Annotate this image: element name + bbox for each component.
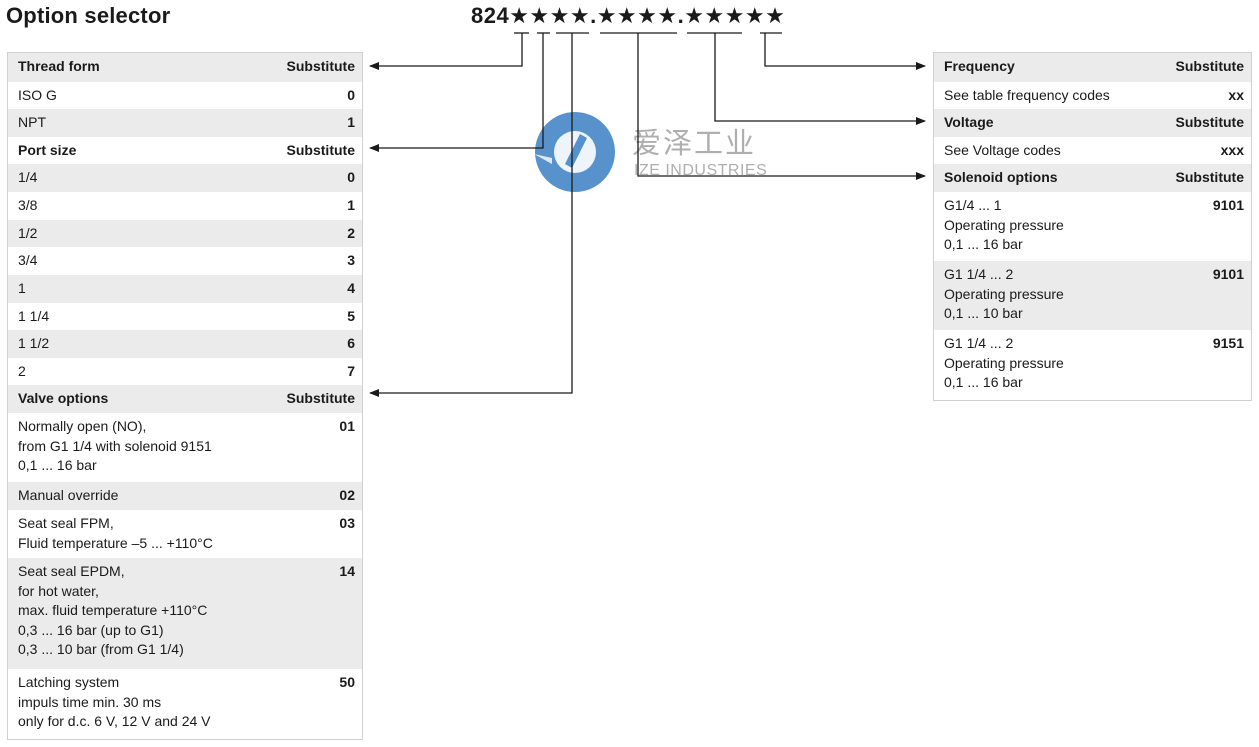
port-size-header: Port size Substitute <box>8 137 362 164</box>
solenoid-options-substitute-label: Substitute <box>1175 169 1244 185</box>
table-row: G1/4 ... 1 Operating pressure 0,1 ... 16… <box>934 192 1251 261</box>
row-value: xxx <box>1220 142 1244 158</box>
valve-options-header: Valve options Substitute <box>8 385 362 413</box>
row-value: 9101 <box>1212 266 1244 282</box>
table-row: ISO G 0 <box>8 82 362 109</box>
row-value: 3 <box>347 252 355 268</box>
row-label: G1/4 ... 1 Operating pressure 0,1 ... 16… <box>944 197 1064 252</box>
row-value: 02 <box>339 487 355 503</box>
row-value: 9151 <box>1212 335 1244 351</box>
row-label: See table frequency codes <box>944 87 1110 103</box>
table-row: See table frequency codes xx <box>934 82 1251 109</box>
left-option-table: Thread form Substitute ISO G 0 NPT 1 Por… <box>7 52 363 740</box>
voltage-substitute-label: Substitute <box>1175 114 1244 130</box>
table-row: Normally open (NO), from G1 1/4 with sol… <box>8 413 362 482</box>
row-label: NPT <box>18 114 46 130</box>
table-row: Seat seal EPDM, for hot water, max. flui… <box>8 558 362 669</box>
frequency-title: Frequency <box>944 58 1015 74</box>
row-value: 14 <box>339 563 355 579</box>
port-size-substitute-label: Substitute <box>286 142 355 158</box>
thread-form-title: Thread form <box>18 58 100 74</box>
table-row: 3/4 3 <box>8 247 362 275</box>
row-label: G1 1/4 ... 2 Operating pressure 0,1 ... … <box>944 335 1064 390</box>
connector-voltage <box>714 33 926 125</box>
table-row: G1 1/4 ... 2 Operating pressure 0,1 ... … <box>934 330 1251 398</box>
row-value: 6 <box>347 335 355 351</box>
voltage-title: Voltage <box>944 114 994 130</box>
row-value: 5 <box>347 308 355 324</box>
row-value: 7 <box>347 363 355 379</box>
row-value: 2 <box>347 225 355 241</box>
table-row: See Voltage codes xxx <box>934 137 1251 164</box>
connector-frequency <box>764 33 926 70</box>
row-value: xx <box>1228 87 1244 103</box>
row-value: 4 <box>347 280 355 296</box>
table-row: 1 4 <box>8 275 362 303</box>
table-row: 3/8 1 <box>8 192 362 220</box>
row-label: 2 <box>18 363 26 379</box>
row-label: Seat seal EPDM, for hot water, max. flui… <box>18 563 208 657</box>
voltage-header: Voltage Substitute <box>934 109 1251 137</box>
valve-options-title: Valve options <box>18 390 109 406</box>
row-label: G1 1/4 ... 2 Operating pressure 0,1 ... … <box>944 266 1064 321</box>
frequency-substitute-label: Substitute <box>1175 58 1244 74</box>
solenoid-options-header: Solenoid options Substitute <box>934 164 1251 192</box>
connector-valve-options <box>369 33 573 397</box>
row-label: 3/8 <box>18 197 38 213</box>
watermark-english-text: IZE INDUSTRIES <box>634 162 768 179</box>
row-value: 1 <box>347 197 355 213</box>
row-label: See Voltage codes <box>944 142 1061 158</box>
row-label: 1/4 <box>18 169 38 185</box>
row-label: Latching system impuls time min. 30 ms o… <box>18 674 211 729</box>
table-row: 1 1/4 5 <box>8 303 362 330</box>
connector-port-size <box>369 33 544 152</box>
row-value: 50 <box>339 674 355 690</box>
port-size-title: Port size <box>18 142 77 158</box>
watermark: 爱泽工业 IZE INDUSTRIES <box>532 112 782 202</box>
table-row: Latching system impuls time min. 30 ms o… <box>8 669 362 737</box>
table-row: G1 1/4 ... 2 Operating pressure 0,1 ... … <box>934 261 1251 330</box>
row-value: 9101 <box>1212 197 1244 213</box>
table-row: 1 1/2 6 <box>8 330 362 358</box>
row-label: Manual override <box>18 487 119 503</box>
connector-thread-form <box>369 33 523 70</box>
table-row: 1/2 2 <box>8 220 362 247</box>
thread-form-substitute-label: Substitute <box>286 58 355 74</box>
frequency-header: Frequency Substitute <box>934 53 1251 82</box>
solenoid-options-title: Solenoid options <box>944 169 1058 185</box>
row-label: 1 <box>18 280 26 296</box>
row-value: 0 <box>347 87 355 103</box>
row-label: Seat seal FPM, Fluid temperature –5 ... … <box>18 515 213 551</box>
row-value: 01 <box>339 418 355 434</box>
row-label: Normally open (NO), from G1 1/4 with sol… <box>18 418 212 473</box>
connector-solenoid-options <box>637 33 926 180</box>
table-row: Seat seal FPM, Fluid temperature –5 ... … <box>8 510 362 558</box>
table-row: 2 7 <box>8 358 362 385</box>
row-label: 1 1/4 <box>18 308 50 324</box>
row-value: 03 <box>339 515 355 531</box>
row-label: 1/2 <box>18 225 38 241</box>
watermark-chinese-text: 爱泽工业 <box>632 126 757 160</box>
thread-form-header: Thread form Substitute <box>8 53 362 82</box>
table-row: Manual override 02 <box>8 482 362 510</box>
watermark-logo-icon <box>534 112 615 192</box>
row-value: 0 <box>347 169 355 185</box>
row-label: 3/4 <box>18 252 38 268</box>
table-row: 1/4 0 <box>8 164 362 192</box>
row-value: 1 <box>347 114 355 130</box>
valve-options-substitute-label: Substitute <box>286 390 355 406</box>
right-option-table: Frequency Substitute See table frequency… <box>933 52 1252 401</box>
page-title: Option selector <box>6 3 171 28</box>
order-code: 824★★★★.★★★★.★★★★★ <box>471 3 786 28</box>
row-label: 1 1/2 <box>18 335 50 351</box>
row-label: ISO G <box>18 87 57 103</box>
table-row: NPT 1 <box>8 109 362 137</box>
